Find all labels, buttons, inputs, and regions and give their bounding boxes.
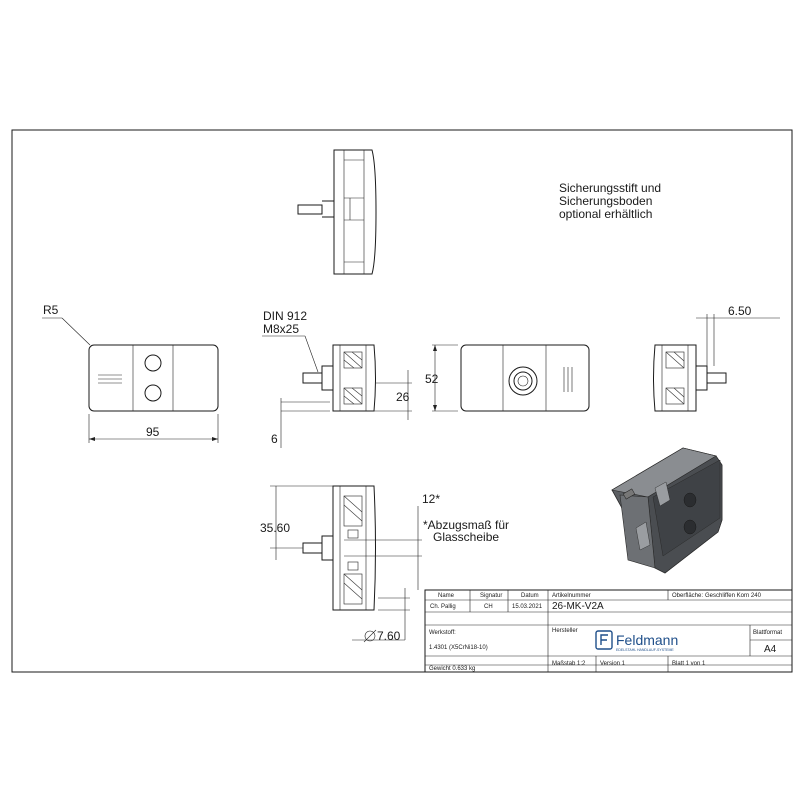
- material-label: Werkstoff:: [429, 630, 456, 636]
- article-number: 26-MK-V2A: [552, 601, 604, 612]
- surface-label: Oberfläche:: [672, 593, 703, 599]
- top-view: [297, 149, 377, 275]
- checker-name: Ch. Pallig: [430, 604, 456, 610]
- screw-standard-label: DIN 912: [263, 309, 307, 323]
- col-signature: Signatur: [480, 593, 502, 599]
- check-date: 15.03.2021: [512, 604, 543, 610]
- glass-note-line-1: *Abzugsmaß für: [423, 518, 509, 532]
- screw-size-label: M8x25: [263, 322, 299, 336]
- material-value: 1.4301 (X5CrNi18-10): [429, 645, 488, 651]
- sheet-format: A4: [764, 644, 777, 655]
- col-name: Name: [438, 593, 455, 599]
- diameter-dimension: 7.60: [377, 629, 401, 643]
- width-dimension: 95: [146, 425, 160, 439]
- side-view-right: 6.50: [653, 304, 780, 412]
- title-block: Name Signatur Datum Ch. Pallig CH 15.03.…: [424, 589, 793, 673]
- diameter-icon: [364, 630, 376, 642]
- surface-value: Geschliffen Korn 240: [705, 593, 762, 599]
- weight: Gewicht 0.633 kg: [429, 666, 475, 672]
- note-line-1: Sicherungsstift und: [559, 181, 661, 195]
- section-view: 35.60 12* *Abzugsmaß für Glasscheibe 7.6…: [260, 485, 509, 643]
- brand-name: Feldmann: [616, 632, 678, 648]
- glass-note-line-2: Glasscheibe: [433, 530, 499, 544]
- front-view: R5 95: [42, 303, 219, 443]
- note-line-3: optional erhältlich: [559, 207, 652, 221]
- glass-gap-dimension: 12*: [422, 492, 440, 506]
- isometric-view: [611, 447, 723, 574]
- sheet-format-label: Blattformat: [753, 630, 782, 636]
- side-view-left: DIN 912 M8x25 26 6: [262, 309, 412, 448]
- offset-6-dimension: 6: [271, 432, 278, 446]
- note-line-2: Sicherungsboden: [559, 194, 652, 208]
- article-number-label: Artikelnummer: [552, 593, 591, 599]
- radius-label: R5: [43, 303, 59, 317]
- scale: Maßstab 1:2: [552, 661, 586, 667]
- feldmann-logo: Feldmann EDELSTAHL HANDLAUF-SYSTEME: [595, 630, 678, 652]
- optional-parts-note: Sicherungsstift und Sicherungsboden opti…: [559, 181, 661, 221]
- back-view: 52: [425, 344, 590, 412]
- width-650-dimension: 6.50: [728, 304, 752, 318]
- sheet-number: Blatt 1 von 1: [672, 661, 706, 667]
- brand-subline: EDELSTAHL HANDLAUF-SYSTEME: [616, 648, 674, 652]
- height-52-dimension: 52: [425, 372, 439, 386]
- height-26-dimension: 26: [396, 390, 410, 404]
- version: Version 1: [600, 661, 626, 667]
- manufacturer-label: Hersteller: [552, 628, 578, 634]
- height-3560-dimension: 35.60: [260, 521, 290, 535]
- checker-signature: CH: [484, 604, 493, 610]
- sheet-frame: [11, 129, 793, 673]
- col-date: Datum: [521, 593, 539, 599]
